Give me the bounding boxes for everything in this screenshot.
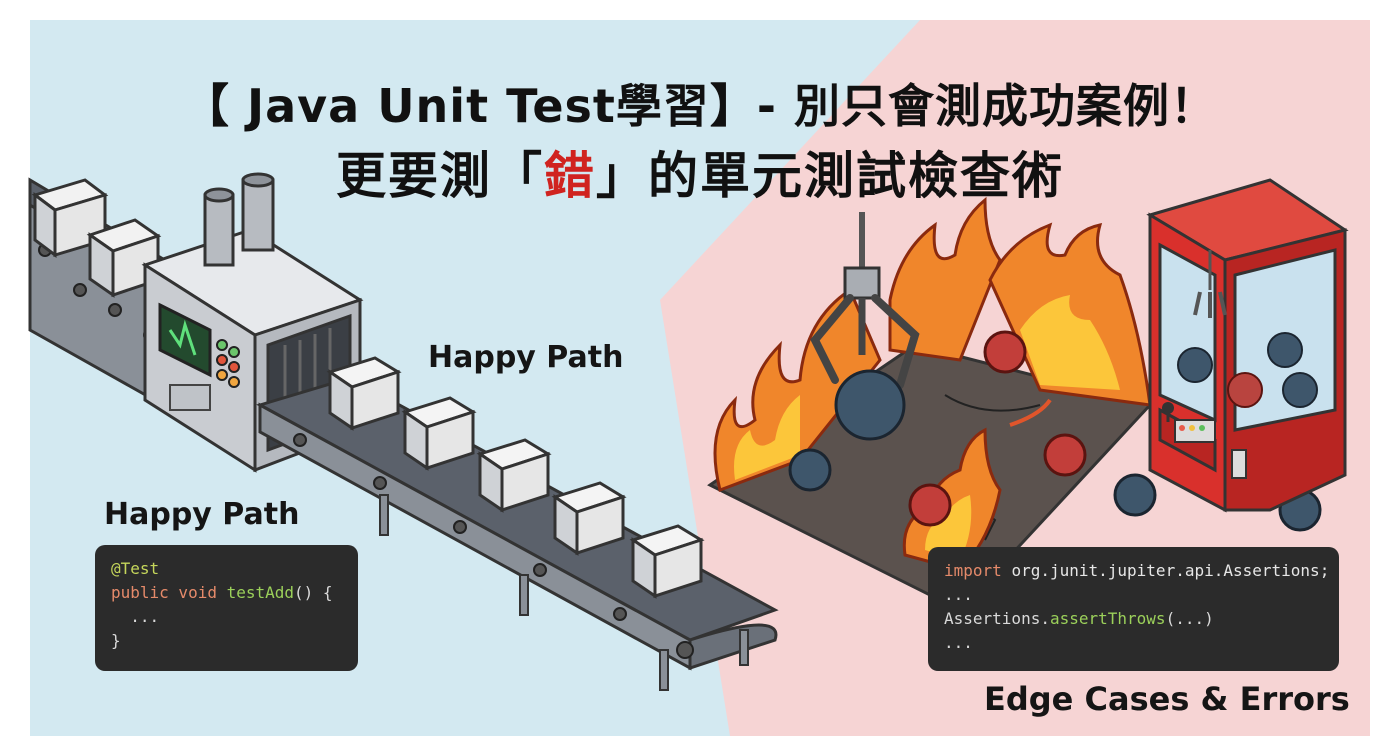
code-import-keyword: import [944,561,1012,580]
box-front-2 [401,396,477,471]
claw-machine [1146,178,1349,513]
code-annotation: @Test [111,559,160,578]
code-snippet-happy-path: @Test public void testAdd() { ... } [95,545,358,671]
code-method-name: testAdd [226,583,295,602]
box-front-4 [551,481,627,556]
box-front-1 [326,356,402,431]
happy-path-label-center: Happy Path [428,340,624,375]
box-front-3 [476,438,552,513]
code-call-object: Assertions. [944,609,1050,628]
happy-path-label-left: Happy Path [104,497,300,532]
page-title-line-2: 更要測「錯」的單元測試檢查術 [0,136,1400,208]
title-highlight-error: 錯 [544,147,596,205]
code-call-args: (...) [1165,609,1214,628]
code-signature-rest: () { [294,583,333,602]
edge-cases-label: Edge Cases & Errors [984,680,1350,718]
code-call-method: assertThrows [1049,609,1166,628]
fire-flames [713,196,1152,572]
spiky-balls [788,330,1322,532]
claw-crane [810,212,920,389]
code-snippet-edge-cases: import org.junit.jupiter.api.Assertions;… [928,547,1339,671]
page-title-line-1: 【 Java Unit Test學習】- 別只會測成功案例！ [182,79,1218,133]
box-back-2 [86,218,162,298]
box-front-5 [629,524,705,599]
code-body: ... [111,607,160,626]
title-line-2-after: 」的單元測試檢查術 [596,147,1064,205]
code-close-brace: } [111,631,121,650]
code-signature-keywords: public void [111,583,227,602]
code-ellipsis-1: ... [944,585,973,604]
title-line-2-before: 更要測「 [336,147,544,205]
code-import-package: org.junit.jupiter.api.Assertions; [1011,561,1330,580]
code-ellipsis-2: ... [944,633,973,652]
